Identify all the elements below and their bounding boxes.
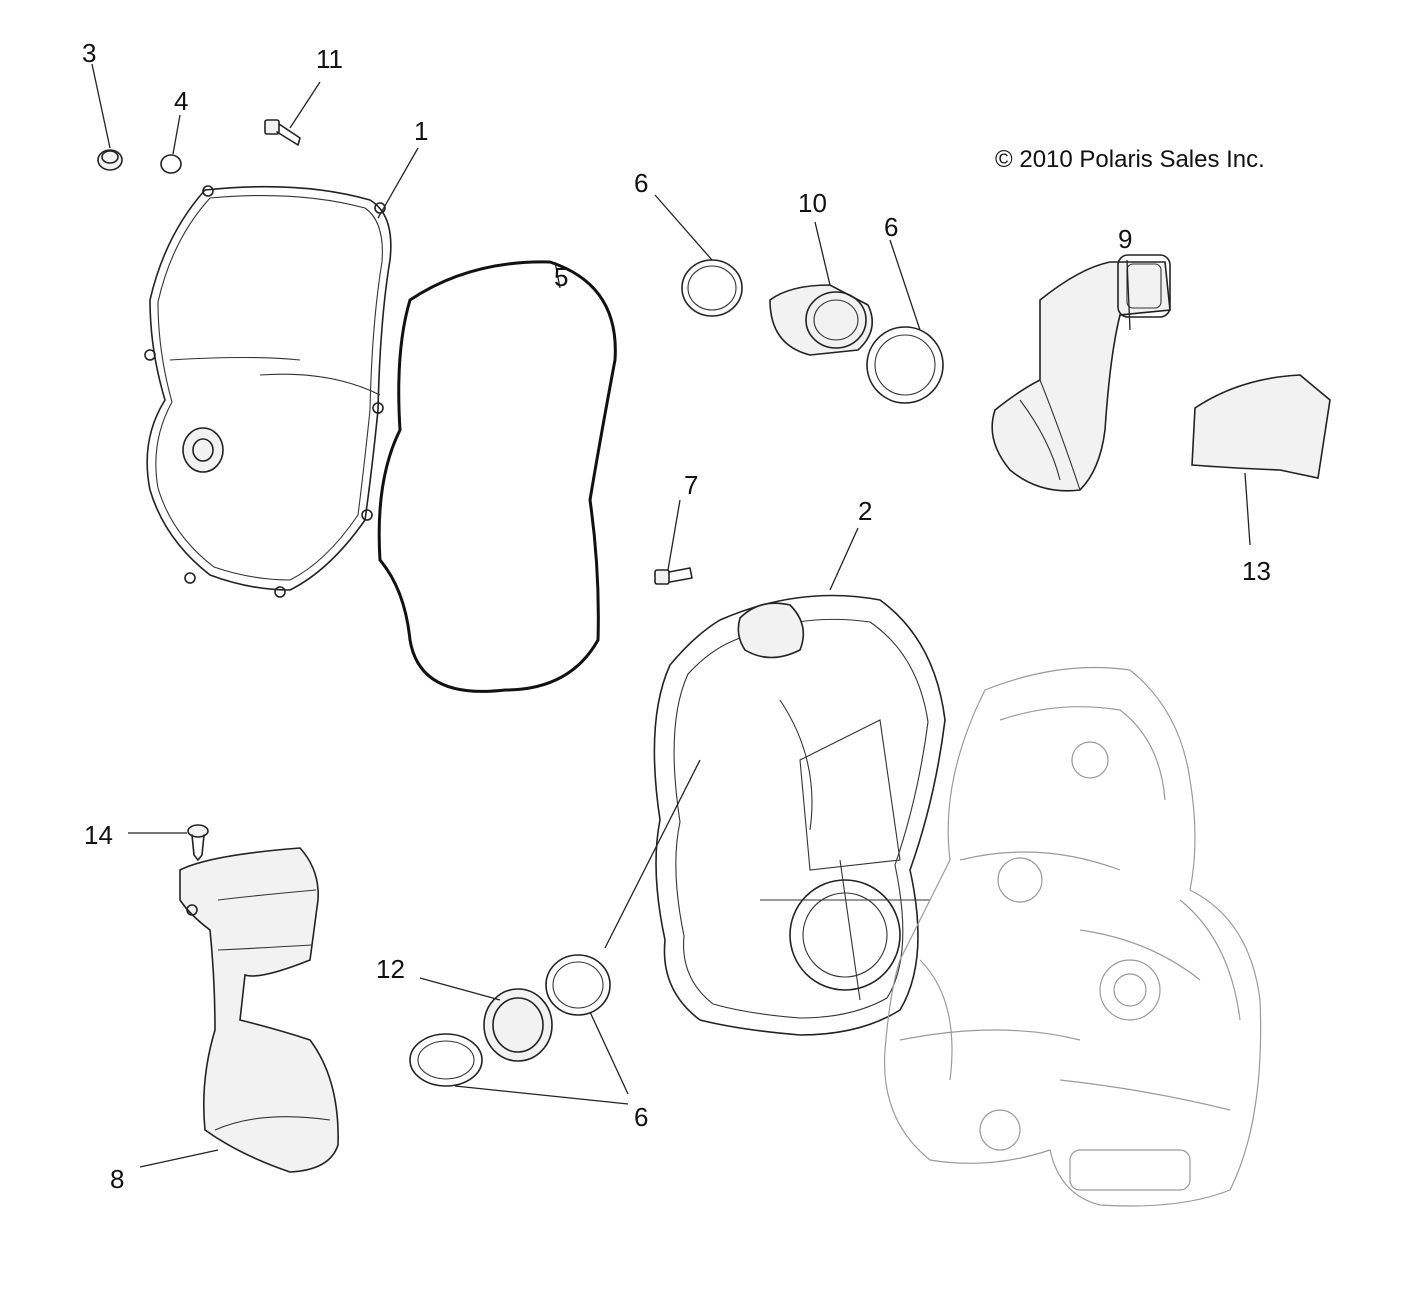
part-10-duct-coupler bbox=[769, 284, 874, 356]
callout-5: 5 bbox=[554, 262, 569, 292]
part-6-clamp-top-right bbox=[866, 326, 944, 404]
engine-reference-drawing bbox=[883, 666, 1262, 1207]
copyright-notice: © 2010 Polaris Sales Inc. bbox=[995, 146, 1265, 173]
callout-7: 7 bbox=[684, 470, 699, 500]
callout-11: 11 bbox=[316, 44, 343, 74]
callout-2: 2 bbox=[858, 496, 873, 526]
part-7-bolt bbox=[654, 567, 693, 585]
part-14-push-rivet bbox=[187, 824, 209, 861]
leader-6a bbox=[654, 194, 713, 261]
callout-12: 12 bbox=[376, 954, 405, 984]
leader-2 bbox=[829, 527, 859, 591]
part-6-clamp-top-left bbox=[681, 259, 743, 317]
leader-6c bbox=[454, 759, 701, 1105]
part-3-plug bbox=[97, 149, 123, 171]
leader-11 bbox=[289, 81, 321, 129]
callout-6-top-left: 6 bbox=[634, 168, 649, 198]
callout-6-top-right: 6 bbox=[884, 212, 899, 242]
part-6-clamp-bottom-right bbox=[545, 954, 611, 1016]
leader-4 bbox=[172, 114, 181, 155]
callout-13: 13 bbox=[1242, 556, 1271, 586]
part-13-cover bbox=[1191, 374, 1331, 479]
callout-9: 9 bbox=[1118, 224, 1133, 254]
leader-10 bbox=[814, 221, 831, 286]
part-9-intake-duct bbox=[991, 254, 1171, 492]
part-12-coupling-ring bbox=[483, 988, 553, 1062]
leader-12 bbox=[419, 977, 501, 1001]
leader-5 bbox=[554, 261, 561, 289]
leader-1 bbox=[377, 147, 419, 219]
callout-8: 8 bbox=[110, 1164, 125, 1194]
part-1-outer-clutch-cover bbox=[144, 185, 392, 598]
callout-3: 3 bbox=[82, 38, 97, 68]
callout-10: 10 bbox=[798, 188, 827, 218]
callout-1: 1 bbox=[414, 116, 429, 146]
callout-6-bottom: 6 bbox=[634, 1102, 649, 1132]
part-6-clamp-bottom-left bbox=[409, 1033, 483, 1087]
part-11-bolt bbox=[264, 119, 301, 146]
part-2-inner-clutch-cover bbox=[653, 594, 946, 1036]
callout-14: 14 bbox=[84, 820, 113, 850]
leader-13 bbox=[1244, 472, 1251, 546]
part-4-o-ring bbox=[160, 154, 182, 174]
callout-4: 4 bbox=[174, 86, 189, 116]
part-5-gasket bbox=[377, 260, 617, 693]
part-8-exhaust-duct bbox=[179, 847, 339, 1173]
leader-9 bbox=[1126, 259, 1131, 331]
leader-6b bbox=[889, 239, 921, 331]
leader-3 bbox=[91, 63, 111, 149]
leader-8 bbox=[139, 1149, 219, 1168]
leader-7 bbox=[667, 499, 681, 571]
